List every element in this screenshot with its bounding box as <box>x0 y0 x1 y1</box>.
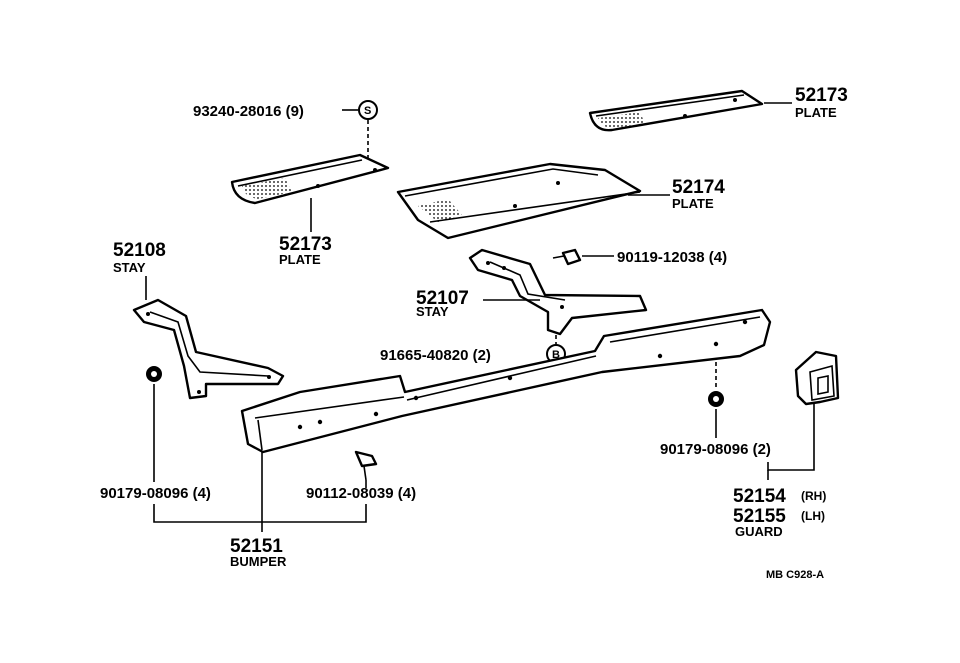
bolt-bottom[interactable] <box>354 450 378 481</box>
bolt-bottom-part-number: 90112-08039 (4) <box>306 485 416 502</box>
bumper-name: BUMPER <box>230 554 287 569</box>
nut-right[interactable] <box>708 391 724 407</box>
stay-left-number: 52108 <box>113 240 166 261</box>
bolt-center-part-number: 90119-12038 (4) <box>617 249 727 266</box>
plate-center[interactable] <box>396 162 642 240</box>
plate-left-name: PLATE <box>279 252 321 267</box>
nut-right-part-number: 90179-08096 (2) <box>660 441 771 458</box>
plate-center-number: 52174 <box>672 177 725 198</box>
nut-left[interactable] <box>146 366 162 382</box>
bolt-center[interactable] <box>552 248 582 266</box>
plate-center-name: PLATE <box>672 196 714 211</box>
plate-top-right-number: 52173 <box>795 85 848 106</box>
bumper[interactable] <box>240 308 772 454</box>
guard-number-rh: 52154 <box>733 486 786 507</box>
plate-top-right-name: PLATE <box>795 105 837 120</box>
guard-name: GUARD <box>735 524 783 539</box>
bumper-number: 52151 <box>230 536 283 557</box>
bolt-b-part-number: 91665-40820 (2) <box>380 347 491 364</box>
screw-part-number: 93240-28016 (9) <box>193 103 304 120</box>
stay-center-number: 52107 <box>416 288 469 309</box>
plate-top-right[interactable] <box>588 89 764 132</box>
screw-symbol-circle <box>358 100 378 120</box>
leader-guard <box>767 404 815 471</box>
stay-left-name: STAY <box>113 260 146 275</box>
guard-number-lh: 52155 <box>733 506 786 527</box>
bolt-b-symbol-letter: B <box>552 349 560 361</box>
stay-center-name: STAY <box>416 304 449 319</box>
guard-suffix-rh: (RH) <box>801 489 826 503</box>
bracket-bumper-hardware <box>153 504 367 523</box>
stay-center[interactable] <box>468 248 648 336</box>
nut-left-part-number: 90179-08096 (4) <box>100 485 211 502</box>
screw-symbol-letter: S <box>364 105 371 117</box>
guard-suffix-lh: (LH) <box>801 509 825 523</box>
plate-left-number: 52173 <box>279 234 332 255</box>
figure-code: MB C928-A <box>766 569 824 581</box>
guard[interactable] <box>794 350 840 406</box>
plate-left[interactable] <box>230 153 390 205</box>
stay-left[interactable] <box>132 298 285 400</box>
